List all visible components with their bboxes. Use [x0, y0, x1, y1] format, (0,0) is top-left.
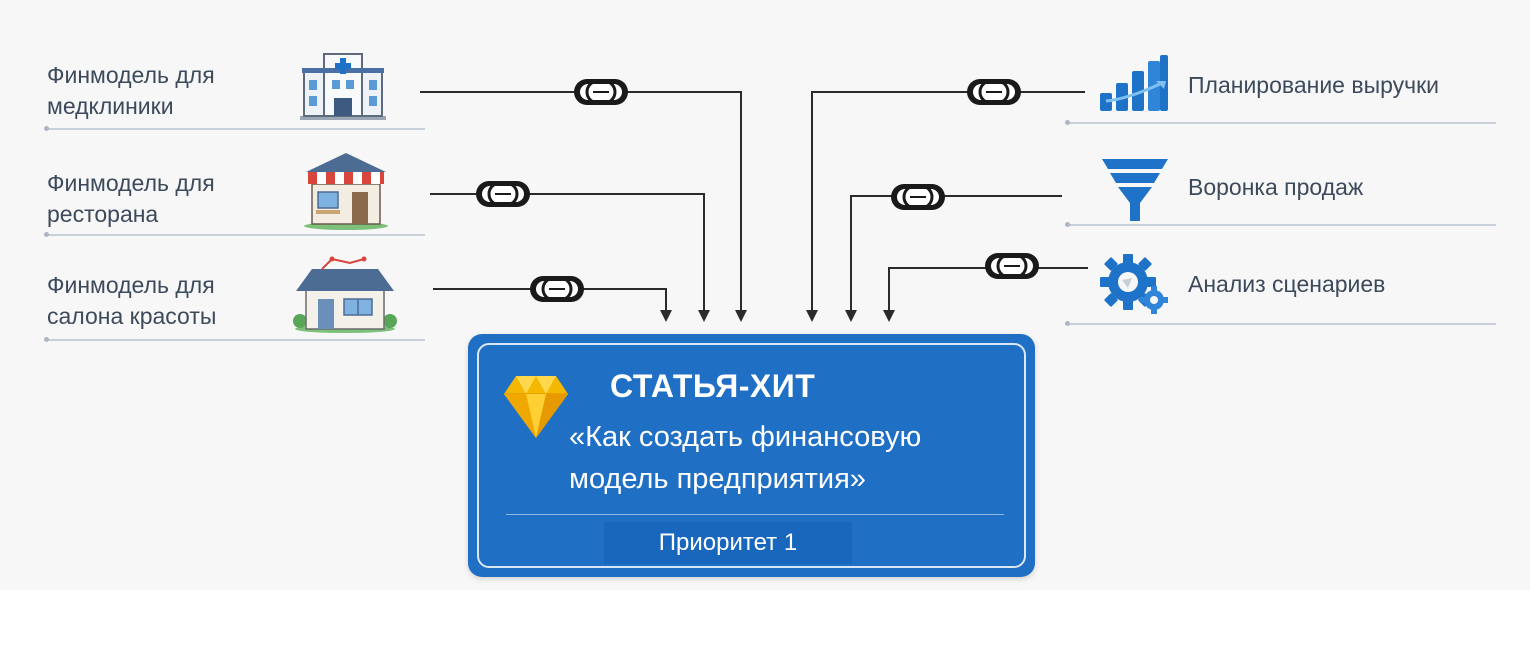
- link-chain-icon: [476, 181, 530, 207]
- left-item-line1: Финмодель для: [47, 272, 215, 298]
- hospital-icon: [300, 53, 386, 120]
- house-icon: [293, 256, 397, 333]
- arrow-head: [735, 310, 747, 322]
- right-item-revenue-planning: Планирование выручки: [1188, 72, 1440, 98]
- diamond-icon: [504, 376, 568, 438]
- arrow-head: [806, 310, 818, 322]
- arrow-head: [883, 310, 895, 322]
- left-item-restaurant: Финмодель для ресторана: [47, 168, 215, 230]
- wire-revenue-planning: [811, 91, 1085, 320]
- left-item-line2: салона красоты: [47, 303, 217, 329]
- restaurant-icon: [304, 153, 388, 230]
- bottom-band: [0, 590, 1530, 653]
- separator: [1065, 222, 1496, 227]
- right-item-sales-funnel: Воронка продаж: [1188, 174, 1364, 200]
- card-border: [477, 343, 1026, 568]
- arrow-head: [660, 310, 672, 322]
- featured-article-card[interactable]: СТАТЬЯ-ХИТ «Как создать финансовую модел…: [468, 334, 1035, 577]
- link-chain-icon: [985, 253, 1039, 279]
- wire-medclinic: [420, 91, 742, 320]
- link-chain-icon: [530, 276, 584, 302]
- wire-sales-funnel: [850, 195, 1062, 320]
- left-item-line1: Финмодель для: [47, 170, 215, 196]
- separator: [1065, 120, 1496, 125]
- arrow-head: [698, 310, 710, 322]
- right-item-scenario-analysis: Анализ сценариев: [1188, 271, 1386, 297]
- left-item-line2: ресторана: [47, 201, 159, 227]
- priority-label: Приоритет 1: [604, 522, 852, 564]
- growth-chart-icon: [1100, 55, 1168, 111]
- link-chain-icon: [891, 184, 945, 210]
- left-item-line1: Финмодель для: [47, 62, 215, 88]
- gears-icon: [1100, 254, 1168, 314]
- left-item-beauty-salon: Финмодель для салона красоты: [47, 270, 216, 332]
- wire-beauty-salon: [433, 288, 667, 320]
- card-subtitle: «Как создать финансовую модель предприят…: [569, 421, 922, 495]
- card-divider: [506, 514, 1004, 515]
- link-chain-icon: [967, 79, 1021, 105]
- left-item-line2: медклиники: [47, 93, 174, 119]
- separator: [44, 126, 425, 131]
- separator: [44, 232, 425, 237]
- separator: [44, 337, 425, 342]
- arrow-head: [845, 310, 857, 322]
- separator: [1065, 321, 1496, 326]
- funnel-icon: [1102, 159, 1168, 221]
- left-item-medclinic: Финмодель для медклиники: [47, 60, 215, 122]
- wire-scenario-analysis: [888, 267, 1088, 320]
- link-chain-icon: [574, 79, 628, 105]
- card-title: СТАТЬЯ-ХИТ: [610, 368, 816, 404]
